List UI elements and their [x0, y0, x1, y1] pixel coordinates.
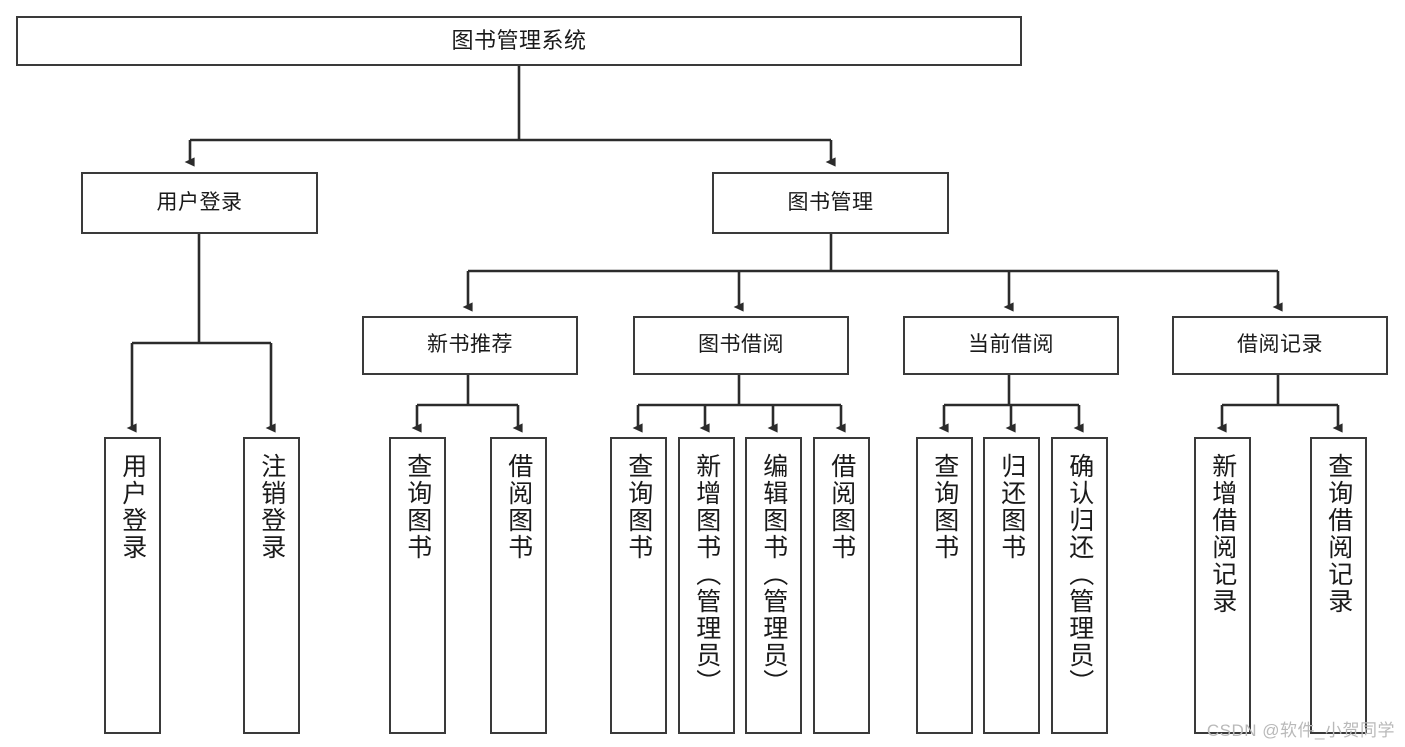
node-new-book-rec[interactable]: 新书推荐: [362, 316, 578, 375]
node-label: 确认归还（管理员）: [1065, 453, 1094, 696]
node-label: 归还图书: [997, 453, 1026, 561]
node-label: 查询图书: [403, 453, 432, 561]
node-label: 图书借阅: [698, 333, 784, 357]
node-label: 图书管理系统: [451, 28, 587, 54]
node-label: 新书推荐: [427, 333, 513, 357]
node-user-login[interactable]: 用户登录: [81, 172, 318, 234]
node-current-borrow[interactable]: 当前借阅: [903, 316, 1119, 375]
node-label: 查询图书: [930, 453, 959, 561]
node-leaf-logout[interactable]: 注销登录: [243, 437, 300, 734]
node-leaf-query-book-1[interactable]: 查询图书: [389, 437, 446, 734]
node-leaf-add-record[interactable]: 新增借阅记录: [1194, 437, 1251, 734]
node-label: 借阅记录: [1237, 333, 1323, 357]
node-leaf-borrow-book-1[interactable]: 借阅图书: [490, 437, 547, 734]
node-book-borrow[interactable]: 图书借阅: [633, 316, 849, 375]
csdn-watermark: CSDN @软件_小贺同学: [1206, 721, 1395, 740]
node-borrow-record[interactable]: 借阅记录: [1172, 316, 1388, 375]
node-label: 用户登录: [118, 453, 147, 561]
node-label: 编辑图书（管理员）: [759, 453, 788, 696]
node-leaf-user-login[interactable]: 用户登录: [104, 437, 161, 734]
node-label: 查询图书: [624, 453, 653, 561]
node-label: 图书管理: [787, 190, 874, 214]
node-leaf-borrow-book-2[interactable]: 借阅图书: [813, 437, 870, 734]
node-label: 新增借阅记录: [1208, 453, 1237, 615]
node-label: 注销登录: [257, 453, 286, 561]
node-label: 当前借阅: [968, 333, 1054, 357]
node-label: 借阅图书: [827, 453, 856, 561]
node-leaf-query-book-2[interactable]: 查询图书: [610, 437, 667, 734]
node-root[interactable]: 图书管理系统: [16, 16, 1022, 66]
node-label: 借阅图书: [504, 453, 533, 561]
node-label: 新增图书（管理员）: [692, 453, 721, 696]
node-leaf-confirm-return[interactable]: 确认归还（管理员）: [1051, 437, 1108, 734]
node-leaf-add-book[interactable]: 新增图书（管理员）: [678, 437, 735, 734]
node-leaf-edit-book[interactable]: 编辑图书（管理员）: [745, 437, 802, 734]
node-label: 用户登录: [156, 190, 243, 214]
node-leaf-query-record[interactable]: 查询借阅记录: [1310, 437, 1367, 734]
node-leaf-return-book[interactable]: 归还图书: [983, 437, 1040, 734]
node-leaf-query-book-3[interactable]: 查询图书: [916, 437, 973, 734]
node-book-manage[interactable]: 图书管理: [712, 172, 949, 234]
node-label: 查询借阅记录: [1324, 453, 1353, 615]
